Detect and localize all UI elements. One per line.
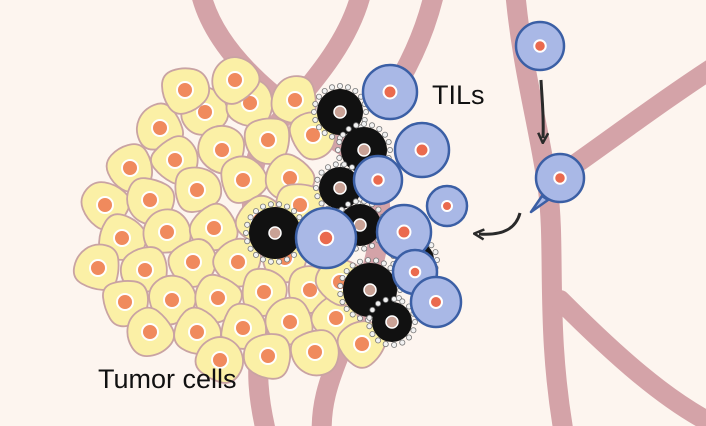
tumor-cell (220, 155, 269, 204)
tumor-cell (242, 333, 292, 380)
extravasating-til (529, 152, 586, 214)
til-cluster (294, 20, 586, 329)
tumor-cell (243, 117, 291, 165)
dead-tumor-cell (337, 257, 403, 323)
dead-tumor-cell (366, 296, 418, 348)
tumor-cell (161, 67, 211, 115)
tumor-cell (264, 296, 314, 346)
tumor-cell (72, 243, 120, 291)
tumor-cell (289, 329, 340, 377)
tumor-cell (194, 336, 244, 384)
tumor-cell (142, 208, 192, 254)
til-cell (425, 184, 469, 228)
til-pseudopod (529, 194, 550, 214)
dead-tumor-cell (242, 201, 307, 265)
tumor-cell (211, 56, 261, 105)
extravasation-arrow (479, 212, 522, 234)
migration-path (479, 79, 543, 234)
til-cell (294, 206, 358, 270)
tumor-cell (126, 306, 175, 358)
til-cell (409, 275, 463, 329)
til-cell (352, 154, 404, 206)
til-label: TILs (432, 80, 485, 110)
til-cell (393, 121, 451, 179)
blood-vessel (550, 290, 706, 426)
til-cell (361, 63, 419, 121)
migration-arrow-down (541, 79, 543, 138)
til-cell (375, 203, 433, 261)
tumor-cell (174, 166, 223, 213)
circulating-til (514, 20, 566, 72)
tumor-cells-label: Tumor cells (98, 364, 237, 394)
